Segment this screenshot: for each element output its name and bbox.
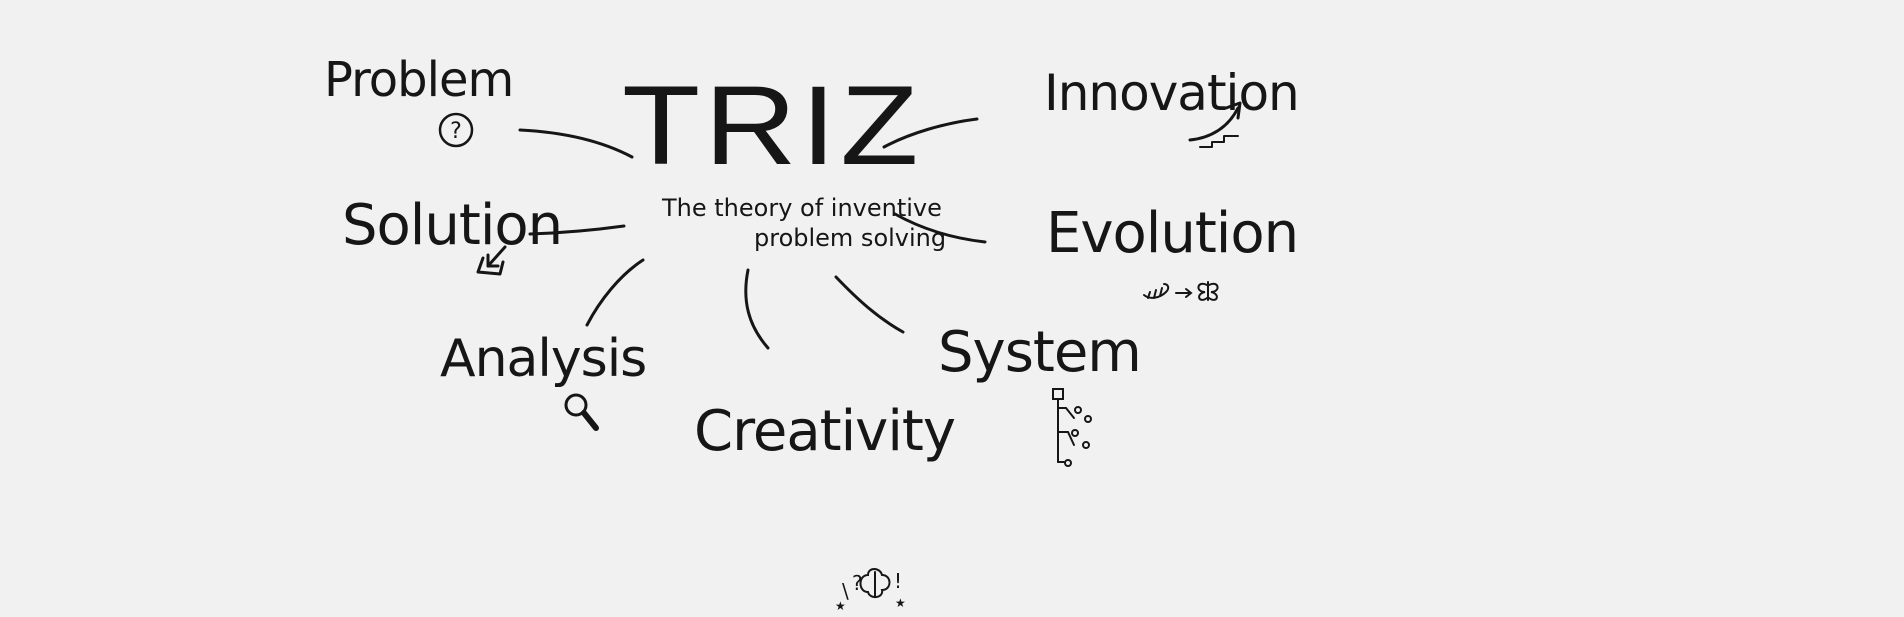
branch-innovation-label: Innovation <box>1044 64 1300 122</box>
svg-text:★: ★ <box>835 599 846 613</box>
center-title: TRIZ <box>622 62 923 189</box>
branch-creativity-label: Creativity <box>694 399 956 464</box>
connector-system <box>834 275 905 334</box>
connector-analysis <box>585 258 645 327</box>
branch-evolution-label: Evolution <box>1046 201 1299 266</box>
center-subtitle-line2: problem solving <box>754 224 947 252</box>
hierarchy-tree-icon <box>1052 388 1092 467</box>
connector-evolution <box>893 212 987 244</box>
question-mark-circle-icon: ? <box>438 112 474 148</box>
center-subtitle-line1: The theory of inventive <box>662 194 942 222</box>
svg-text:?: ? <box>450 119 462 144</box>
branch-system-label: System <box>938 320 1142 385</box>
exclamation-question-brain-icon: \ ? ! ★ ★ <box>835 568 906 613</box>
caterpillar-to-butterfly-icon <box>1143 281 1219 301</box>
branch-problem-label: Problem <box>324 52 514 108</box>
rising-arrow-stairs-icon <box>1188 101 1242 148</box>
connector-problem <box>518 128 634 159</box>
connector-solution <box>528 224 626 236</box>
connector-innovation <box>882 117 979 149</box>
branch-solution-label: Solution <box>342 193 563 258</box>
svg-text:?: ? <box>852 571 863 595</box>
svg-text:\: \ <box>842 579 849 603</box>
svg-text:!: ! <box>894 569 902 593</box>
arrow-into-box-icon <box>476 245 507 276</box>
svg-text:★: ★ <box>895 596 906 610</box>
magnifying-glass-icon <box>564 393 599 431</box>
branch-analysis-label: Analysis <box>440 329 647 389</box>
connector-creativity <box>744 268 770 350</box>
